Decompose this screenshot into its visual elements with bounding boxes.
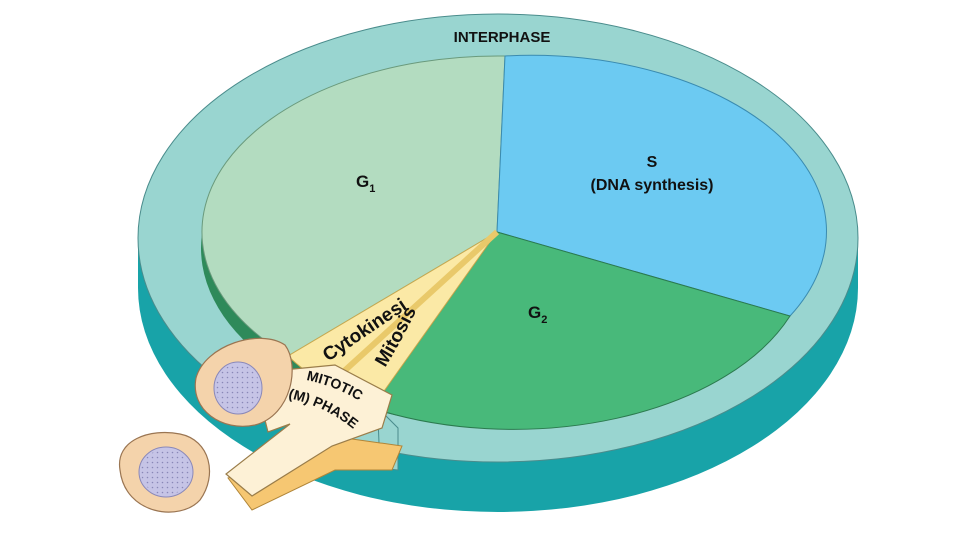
daughter-cell-lower — [119, 431, 210, 513]
nucleus-chromatin — [216, 364, 260, 412]
g2-label: G2 — [528, 303, 547, 326]
s-label-line2: (DNA synthesis) — [591, 177, 714, 194]
g1-wedge — [201, 55, 506, 357]
s-wedge — [496, 54, 827, 317]
dividing-cell-upper — [194, 337, 293, 427]
phase-pie — [201, 54, 827, 430]
nucleus-chromatin — [141, 449, 191, 495]
g1-label: G1 — [356, 172, 375, 195]
g2-wedge — [371, 231, 791, 430]
interphase-label: INTERPHASE — [454, 29, 551, 46]
mitosis-divider — [327, 229, 500, 387]
s-label-line1: S — [647, 154, 658, 171]
